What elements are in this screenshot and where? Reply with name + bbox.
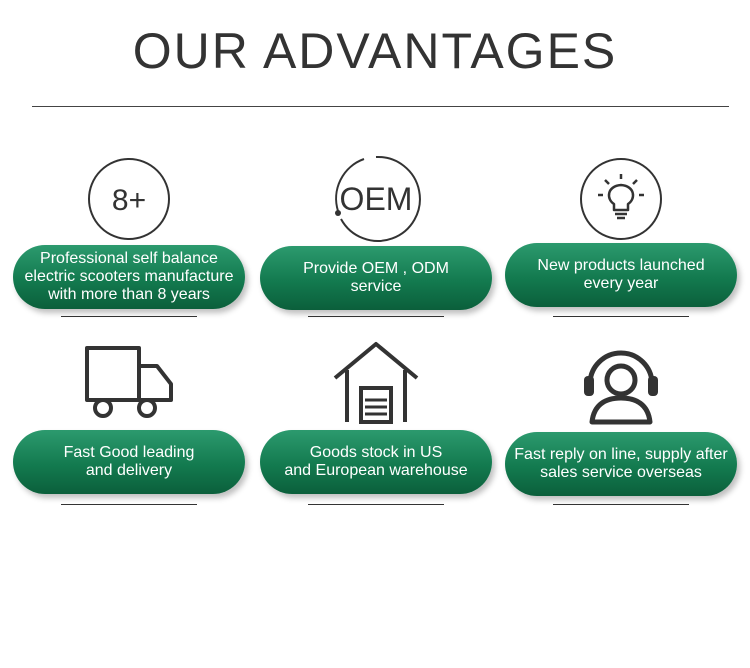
card-underline — [61, 316, 197, 317]
advantage-card-oem: OEM Provide OEM , ODM service — [260, 150, 492, 480]
advantage-label-delivery: Fast Good leading and delivery — [13, 430, 245, 494]
advantage-card-delivery: Fast Good leading and delivery — [13, 338, 245, 668]
advantage-label-new-products: New products launched every year — [505, 243, 737, 307]
truck-icon — [13, 340, 245, 424]
svg-text:OEM: OEM — [340, 181, 413, 217]
advantage-label-warehouse: Goods stock in US and European warehouse — [260, 430, 492, 494]
title-divider — [32, 106, 729, 107]
badge-8plus-icon: 8+ — [13, 156, 245, 242]
card-underline — [61, 504, 197, 505]
lightbulb-icon — [505, 156, 737, 242]
card-underline — [308, 504, 444, 505]
card-underline — [308, 316, 444, 317]
oem-icon: OEM — [260, 153, 492, 245]
svg-text:8+: 8+ — [112, 184, 146, 217]
advantage-card-support: Fast reply on line, supply after sales s… — [505, 338, 737, 668]
advantage-label-experience: Professional self balance electric scoot… — [13, 245, 245, 309]
warehouse-icon — [260, 340, 492, 424]
advantage-card-new-products: New products launched every year — [505, 150, 737, 480]
page-title: OUR ADVANTAGES — [132, 23, 618, 79]
support-headset-icon — [505, 340, 737, 426]
advantage-label-oem: Provide OEM , ODM service — [260, 246, 492, 310]
card-underline — [553, 504, 689, 505]
advantage-label-support: Fast reply on line, supply after sales s… — [505, 432, 737, 496]
advantage-card-experience: 8+ Professional self balance electric sc… — [13, 150, 245, 480]
advantage-card-warehouse: Goods stock in US and European warehouse — [260, 338, 492, 668]
card-underline — [553, 316, 689, 317]
